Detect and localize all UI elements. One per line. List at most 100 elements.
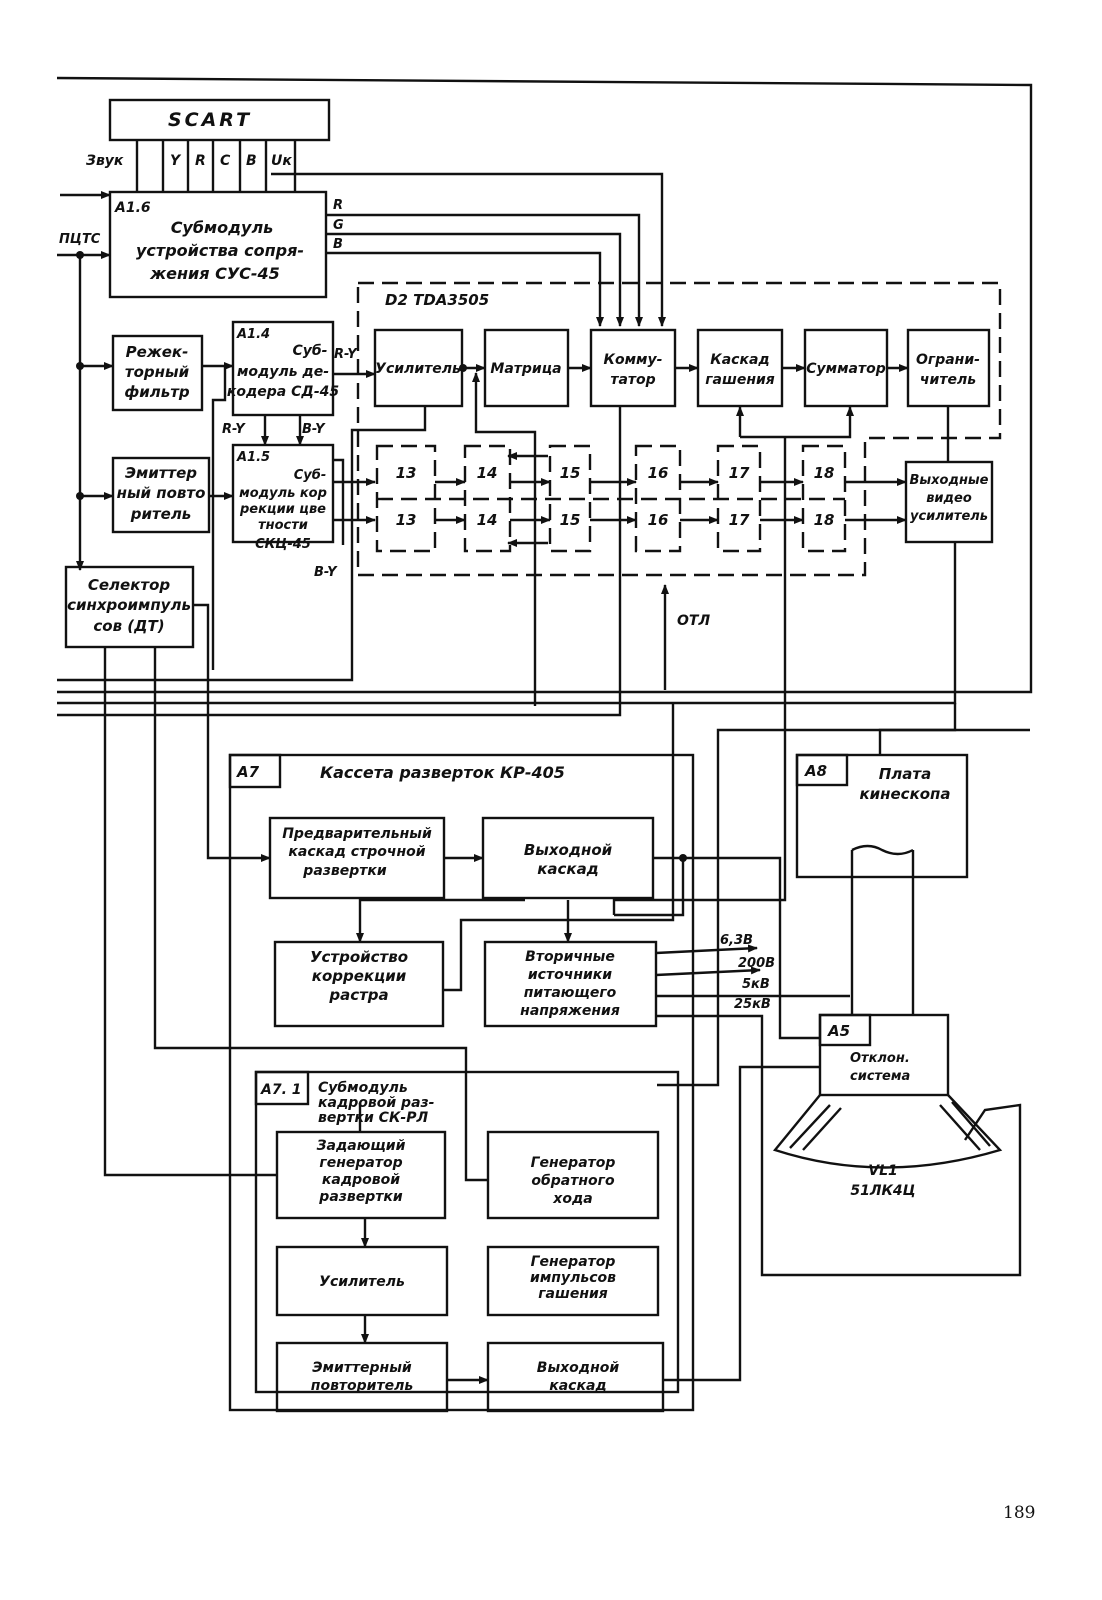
sync-line-2: синхроимпуль [67,596,191,614]
d2-chain-block-label: Матрица [490,361,561,377]
blank-line-3: гашения [538,1286,608,1302]
out71-line-2: каскад [549,1378,607,1394]
a14-line-1: Суб- [293,343,328,359]
raster-line-3: растра [328,986,388,1004]
a71-title-3: вертки СК-РЛ [318,1110,428,1126]
d2-delay-cell-number: 18 [814,511,835,529]
emitter-line-1: Эмиттер [125,464,197,482]
a16-out-r: R [333,198,343,213]
amp-label: Усилитель [319,1274,405,1290]
d2-chain-block-label: Каскад [710,352,769,368]
emitter71-line-1: Эмиттерный [312,1360,412,1376]
a16-line-1: Субмодуль [171,218,274,237]
notch-line-1: Режек- [126,343,189,361]
d2-chain-block-label: гашения [705,372,775,388]
d2-delay-cell-number: 17 [729,464,750,482]
raster-line-1: Устройство [310,948,408,966]
d2-delay-cell-number: 18 [814,464,835,482]
signal-otl: ОТЛ [677,613,710,629]
d2-delay-cell-number: 14 [477,511,498,529]
a5-line-2: система [850,1069,910,1084]
a14-line-3: кодера СД-45 [227,384,340,400]
a15-line-4: тности [258,518,308,533]
d2-title: D2 TDA3505 [385,291,489,309]
d2-chain-block-label: Ограни- [916,352,980,368]
out-line-2: каскад [537,860,599,878]
blank-line-2: импульсов [530,1270,616,1286]
a5-line-1: Отклон. [850,1051,910,1066]
flyback-line-1: Генератор [531,1155,616,1171]
voltage-5kv: 5кВ [742,977,770,992]
scart-title: SCART [168,109,252,131]
a14-id: A1.4 [236,327,270,342]
a16-line-2: устройства сопря- [136,241,304,260]
a15-line-1: Суб- [294,468,327,483]
d2-delay-cell-number: 17 [729,511,750,529]
pre-line-2: каскад строчной [288,844,425,860]
emitter-line-3: ритель [130,505,192,523]
pre-line-1: Предварительный [282,826,432,842]
video-out-line-2: видео [926,491,972,506]
pre-line-3: развертки [302,863,387,879]
emitter-line-2: ный повто [117,484,206,502]
d2-dashed [356,281,1002,577]
d2-delay-cell-number: 15 [560,511,581,529]
flyback-line-2: обратного [531,1173,615,1189]
a16-out-b: B [333,237,343,252]
a71-title-2: кадровой раз- [318,1095,435,1111]
d2-chain-block-label: Усилитель [375,361,461,377]
boxes [64,190,994,1413]
raster-line-2: коррекции [312,967,407,985]
d2-delay-cell-number: 14 [477,464,498,482]
signal-ry-top: R-Y [334,347,358,362]
d2-delay-cell-number: 13 [396,464,417,482]
out-line-1: Выходной [524,841,613,859]
a7-title: Кассета разверток КР-405 [320,763,565,782]
notch-line-3: фильтр [124,383,190,401]
d2-chain-block-label: татор [610,372,655,388]
kinescope [772,844,1003,1169]
master-line-2: генератор [319,1155,402,1171]
d2-delay-cell-number: 16 [648,511,669,529]
scart-pin-r: R [195,153,206,169]
video-out-line-1: Выходные [909,473,988,488]
a15-line-5: СКЦ-45 [255,537,311,552]
scart-pin-y: Y [170,153,182,169]
secondary-line-2: источники [528,967,612,983]
wires [56,76,1033,1384]
secondary-line-1: Вторичные [525,949,615,965]
a15-id: A1.5 [236,450,270,465]
a8-line-2: кинескопа [859,785,950,803]
a8-id: A8 [804,762,827,780]
sync-line-1: Селектор [88,576,171,594]
secondary-line-4: напряжения [520,1003,620,1019]
a16-line-3: жения СУС-45 [149,264,280,283]
master-line-3: кадровой [322,1172,400,1188]
d2-chain-block-label: читель [920,372,976,388]
d2-chain-block-label: Комму- [604,352,663,368]
a15-line-3: рекции цве [239,502,326,517]
d2-delay-cell-number: 13 [396,511,417,529]
d2-chain-block-label: Сумматор [806,361,886,377]
signal-by-bottom: B-Y [314,565,338,580]
voltage-6-3v: 6,3В [720,933,753,948]
a15-line-2: модуль кор [239,486,327,501]
scart-pin-uk: Uк [271,153,292,169]
page-number: 189 [1003,1503,1035,1523]
composite-input-label: ПЦТС [59,232,101,247]
scart-connector [108,98,331,192]
a16-id: A1.6 [114,200,151,216]
d2-chain-labels: Усилитель Матрица Комму-татор Каскад гашения… [375,352,980,388]
emitter71-line-2: повторитель [311,1378,414,1394]
flyback-line-3: хода [552,1191,592,1207]
a5-id: A5 [827,1022,850,1040]
voltage-25kv: 25кВ [734,997,771,1012]
a71-title-1: Субмодуль [318,1080,408,1096]
a16-out-g: G [333,218,344,233]
scart-pin-c: C [220,153,231,169]
scart-pin-sound: Звук [86,153,124,169]
scart-pin-b: B [246,153,257,169]
a8-line-1: Плата [879,765,931,783]
crt-line-2: 51ЛК4Ц [850,1183,915,1199]
